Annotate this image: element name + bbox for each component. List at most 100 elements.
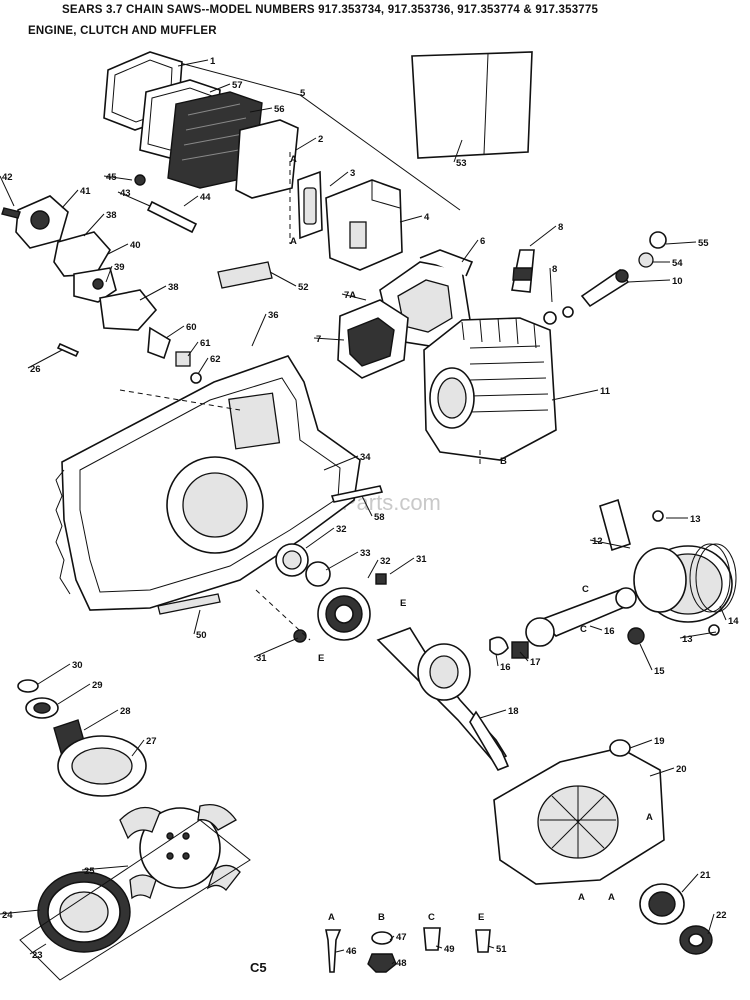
- callout-leader: [479, 709, 507, 719]
- callout-leader: [139, 285, 167, 301]
- callout-label: 28: [120, 706, 131, 717]
- callout-label: 17: [530, 657, 541, 668]
- callout-leader: [117, 191, 151, 207]
- callout-label: B: [378, 912, 385, 923]
- callout-leader: [707, 913, 715, 935]
- callout-label: 20: [676, 764, 687, 775]
- callout-leader: [639, 643, 653, 671]
- callout-label: 48: [396, 958, 407, 969]
- callout-leader: [461, 239, 479, 263]
- callout-leader: [551, 389, 599, 401]
- callout-label: 62: [210, 354, 221, 365]
- callout-leader: [0, 175, 15, 207]
- carburetor: [325, 179, 403, 271]
- callout-leader: [193, 609, 201, 635]
- callout-leader: [313, 337, 345, 341]
- callout-leader: [251, 313, 267, 347]
- callout-leader: [719, 605, 727, 621]
- callout-leader: [83, 709, 119, 731]
- crankshaft: [376, 627, 510, 771]
- connecting-rod: [489, 587, 645, 659]
- pins: [56, 174, 273, 615]
- callout-leader: [627, 279, 671, 283]
- callout-leader: [325, 551, 359, 571]
- cylinder-stud: [330, 485, 384, 503]
- callout-label: 1: [210, 56, 216, 67]
- callout-label: 41: [80, 186, 91, 197]
- callout-label: 4: [424, 212, 430, 223]
- callout-label: 22: [716, 910, 727, 921]
- callout-label: 26: [30, 364, 41, 375]
- callout-leader: [197, 357, 209, 375]
- callout-label: 31: [256, 653, 267, 664]
- callout-label: 47: [396, 932, 407, 943]
- main-bearings: [275, 543, 387, 643]
- callout-label: 38: [106, 210, 117, 221]
- callout-label: 27: [146, 736, 157, 747]
- callout-leader: [389, 935, 395, 941]
- callout-label: 60: [186, 322, 197, 333]
- page-code: C5: [250, 960, 267, 975]
- callout-label: 49: [444, 944, 455, 955]
- callout-label: 61: [200, 338, 211, 349]
- callout-label: 7A: [344, 290, 356, 301]
- callout-label: 46: [346, 946, 357, 957]
- callout-leader: [29, 943, 47, 955]
- callout-label: A: [578, 892, 585, 903]
- callout-leader: [183, 195, 199, 207]
- callout-leader: [549, 267, 553, 303]
- callout-leader: [453, 139, 463, 163]
- callout-label: C: [582, 584, 589, 595]
- callout-label: 39: [114, 262, 125, 273]
- callout-leader: [187, 341, 199, 357]
- callout-label: A: [290, 236, 297, 247]
- callout-label: A: [328, 912, 335, 923]
- callout-label: 16: [604, 626, 615, 637]
- callout-label: 2: [318, 134, 323, 145]
- callout-leader: [0, 909, 41, 915]
- callout-label: 5: [300, 88, 306, 99]
- decompression-valve: [580, 231, 667, 308]
- callout-leader: [487, 945, 495, 949]
- callout-label: 40: [130, 240, 141, 251]
- callout-label: 30: [72, 660, 83, 671]
- callout-label: 6: [480, 236, 485, 247]
- callout-label: 50: [196, 630, 207, 641]
- callout-label: 53: [456, 158, 467, 169]
- piston: [599, 498, 737, 636]
- callout-label: B: [500, 456, 507, 467]
- callout-label: 34: [360, 452, 371, 463]
- callout-leader: [295, 137, 317, 151]
- callout-label: 3: [350, 168, 355, 179]
- callout-leader: [679, 631, 717, 639]
- callout-leader: [165, 325, 185, 339]
- callout-leader: [589, 539, 631, 549]
- callout-leader: [37, 663, 71, 685]
- callout-label: 43: [120, 188, 131, 199]
- callout-label: 11: [600, 386, 611, 397]
- callout-label: 52: [298, 282, 309, 293]
- callout-label: A: [290, 154, 297, 165]
- diagram-title: SEARS 3.7 CHAIN SAWS--MODEL NUMBERS 917.…: [62, 4, 599, 16]
- callout-label: 32: [336, 524, 347, 535]
- callout-leader: [131, 739, 145, 757]
- callout-leader: [361, 495, 373, 517]
- callout-label: 18: [508, 706, 519, 717]
- callout-leader: [335, 949, 345, 953]
- callout-label: 19: [654, 736, 665, 747]
- callout-leader: [103, 175, 133, 181]
- callout-leader: [305, 527, 335, 549]
- callout-label: 36: [268, 310, 279, 321]
- callout-label: 13: [690, 514, 701, 525]
- alignment-line: [255, 589, 311, 641]
- carb-gasket: [297, 170, 323, 240]
- callout-label: 56: [274, 104, 285, 115]
- callout-label: 55: [698, 238, 709, 249]
- callout-leader: [665, 241, 697, 245]
- callout-leader: [27, 349, 63, 369]
- callout-leader: [629, 739, 653, 749]
- reed-valve: [337, 299, 409, 379]
- clutch-assembly: [17, 679, 251, 981]
- callout-labels: 15756523AA453454443424138403938606162527…: [0, 56, 739, 969]
- callout-label: 13: [682, 634, 693, 645]
